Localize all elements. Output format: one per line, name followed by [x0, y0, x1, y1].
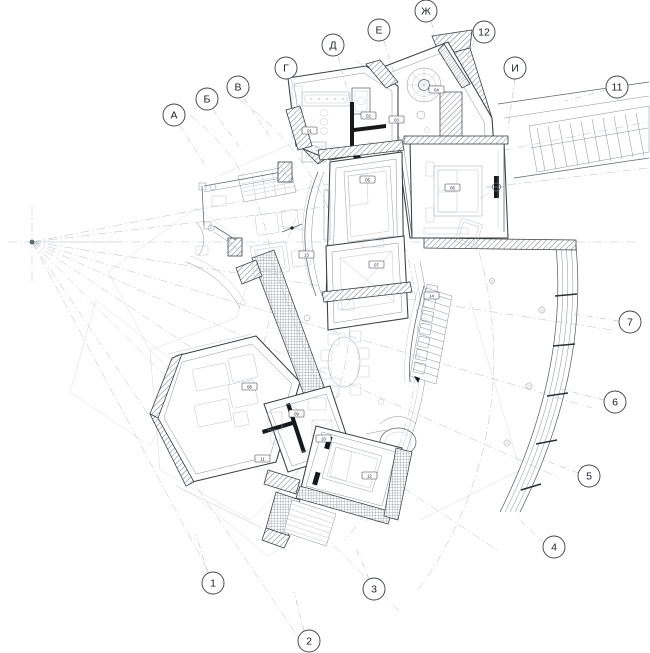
- grid-bubble-1-label: 1: [210, 578, 216, 590]
- grid-bubble-4[interactable]: 4: [542, 535, 566, 559]
- facade-mullions: [520, 293, 578, 491]
- master-bedroom: [403, 135, 509, 249]
- bed-north: [343, 165, 395, 243]
- wall-fixture: [479, 176, 504, 199]
- room-tag-label: 10: [321, 436, 326, 441]
- room-tag-label: 06: [450, 185, 455, 190]
- grid-bubble-V[interactable]: В: [226, 75, 250, 99]
- room-tag-label: 07: [374, 262, 379, 267]
- room-tag: 02: [360, 111, 377, 120]
- grid-bubble-ZH[interactable]: Ж: [414, 0, 438, 23]
- room-tag-label: 05: [365, 177, 370, 182]
- bedroom-west: [321, 235, 413, 331]
- spine-wall: [235, 249, 327, 401]
- room-tag: 09: [288, 409, 305, 418]
- room-tag: 13: [298, 250, 315, 259]
- curved-glazed-facade: [499, 245, 579, 513]
- room-number-tags: 01 02 03 04 05 06 07 08 09 10 11 12 13 1…: [241, 85, 461, 480]
- room-tag: 03: [388, 115, 405, 124]
- stair-treads: [412, 291, 452, 378]
- room-tag-label: 12: [367, 473, 372, 478]
- curved-stair: [404, 283, 453, 385]
- grid-bubble-E[interactable]: Е: [367, 18, 391, 42]
- room-tag-label: 03: [394, 117, 399, 122]
- deck-slats: [530, 112, 649, 172]
- grid-bubble-I[interactable]: И: [503, 56, 527, 80]
- grid-bubble-2-label: 2: [306, 636, 312, 648]
- grid-bubble-11-label: 11: [612, 82, 623, 94]
- grid-bubbles-numbers: 1 2 3 4 5 6 7 11 12: [195, 20, 642, 653]
- grid-bubble-G-label: Г: [283, 63, 289, 75]
- room-tag-label: 04: [434, 87, 439, 92]
- room-tag-label: 14: [429, 293, 434, 298]
- room-tag: 05: [359, 175, 376, 184]
- grid-bubble-ZH-label: Ж: [421, 6, 431, 18]
- room-tag-label: 08: [247, 384, 252, 389]
- grid-bubble-4-label: 4: [551, 542, 557, 554]
- grid-bubble-7-label: 7: [627, 317, 633, 329]
- parasol: [279, 217, 305, 239]
- grid-bubbles-letters: А Б В Г Д Е Ж И: [162, 0, 527, 169]
- room-tag: 06: [444, 183, 461, 192]
- room-tag-label: 11: [260, 456, 265, 461]
- room-tag: 04: [428, 85, 445, 94]
- grid-bubble-E-label: Е: [375, 25, 382, 37]
- balustrade-panels: [412, 283, 439, 375]
- grid-bubble-6[interactable]: 6: [603, 390, 627, 414]
- room-tag: 08: [241, 382, 258, 391]
- radial-origin-marker: [8, 206, 120, 284]
- terrace-columns: [297, 278, 546, 447]
- room-tag-label: 13: [304, 252, 309, 257]
- grid-bubble-3[interactable]: 3: [362, 577, 386, 601]
- grid-bubble-A-label: А: [170, 110, 177, 122]
- grid-bubble-5-label: 5: [586, 471, 592, 483]
- south-entry-stair: [283, 499, 337, 547]
- grid-bubble-G[interactable]: Г: [274, 56, 298, 80]
- room-tag-label: 02: [366, 113, 371, 118]
- grid-bubble-V-label: В: [234, 82, 241, 94]
- grid-bubble-2[interactable]: 2: [297, 629, 321, 653]
- room-tag: 07: [368, 260, 385, 269]
- living-furniture: [192, 353, 259, 428]
- grid-bubble-B[interactable]: Б: [195, 87, 219, 111]
- grid-bubble-A[interactable]: А: [162, 103, 186, 127]
- room-tag: 11: [254, 454, 271, 463]
- grid-bubble-B-label: Б: [204, 94, 211, 106]
- west-curved-screen: [302, 171, 325, 297]
- living-wing: [149, 335, 301, 487]
- grid-bubble-6-label: 6: [612, 397, 618, 409]
- grid-bubble-5[interactable]: 5: [577, 464, 601, 488]
- misc-furniture: [195, 195, 385, 311]
- bed-master: [425, 161, 483, 223]
- grid-bubble-7[interactable]: 7: [618, 310, 642, 334]
- grid-bubble-D[interactable]: Д: [321, 33, 345, 57]
- grid-bubble-3-label: 3: [371, 584, 377, 596]
- room-tag-label: 01: [307, 128, 312, 133]
- grid-bubble-12[interactable]: 12: [472, 20, 496, 44]
- room-tag: 01: [301, 126, 318, 135]
- grid-bubble-D-label: Д: [329, 40, 336, 52]
- grid-bubble-11[interactable]: 11: [605, 75, 629, 99]
- spiral-stair: [406, 67, 442, 133]
- grid-bubble-I-label: И: [511, 63, 519, 75]
- west-lounge: [213, 208, 312, 277]
- room-tag: 10: [315, 434, 332, 443]
- room-tag: 12: [361, 471, 378, 480]
- room-tag-label: 09: [294, 411, 299, 416]
- west-exterior-stair: [195, 161, 297, 257]
- terrace-slab-edges: [167, 255, 263, 529]
- grid-leaders-numbers: [195, 39, 620, 632]
- grid-bubble-1[interactable]: 1: [201, 571, 225, 595]
- room-tag: 14: [423, 291, 440, 300]
- grid-leaders-letters: [179, 21, 516, 169]
- grid-bubble-12-label: 12: [478, 27, 490, 39]
- bar-stools: [319, 109, 329, 135]
- north-structural-walls: [285, 59, 405, 161]
